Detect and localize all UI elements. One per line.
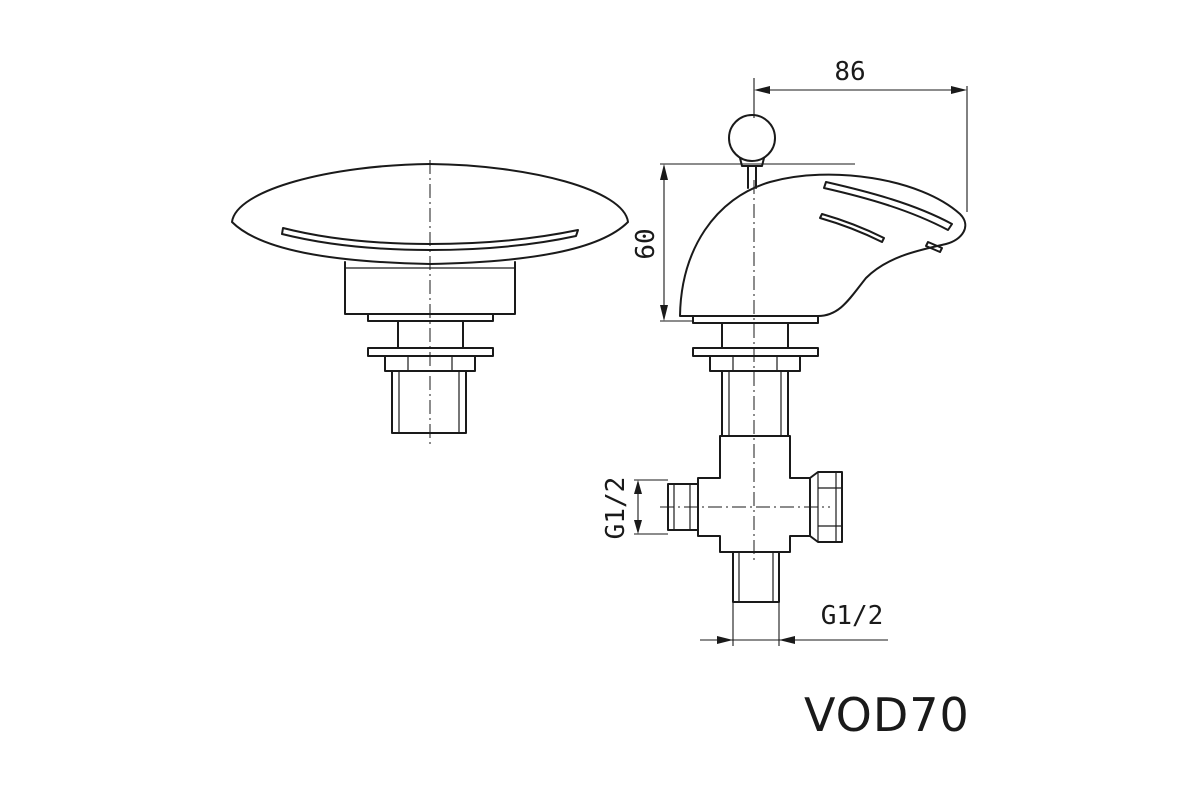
dimension-bottom-thread: G1/2 <box>700 601 888 646</box>
side-base-washer <box>692 315 819 324</box>
side-mixer-body <box>697 435 811 553</box>
dimension-height-label: 60 <box>631 228 661 259</box>
front-view <box>231 160 629 445</box>
side-nut <box>709 355 801 372</box>
dimension-side-thread: G1/2 <box>601 477 668 540</box>
side-spout <box>679 173 967 317</box>
dimension-width-label: 86 <box>834 57 865 87</box>
side-knob <box>728 114 776 162</box>
side-right-nut <box>809 471 843 543</box>
side-bottom-outlet <box>732 551 780 603</box>
side-spout-highlight <box>823 181 953 231</box>
front-handle-slot <box>281 227 579 251</box>
dimension-height: 60 <box>631 163 855 322</box>
front-thread <box>391 370 467 434</box>
side-flange <box>692 347 819 357</box>
side-view <box>660 114 967 603</box>
dimension-bottom-thread-label: G1/2 <box>821 601 884 631</box>
dimension-side-thread-label: G1/2 <box>601 477 631 540</box>
model-code: VOD70 <box>804 688 970 742</box>
dimension-width: 86 <box>753 57 968 212</box>
front-handle-top <box>231 163 629 265</box>
